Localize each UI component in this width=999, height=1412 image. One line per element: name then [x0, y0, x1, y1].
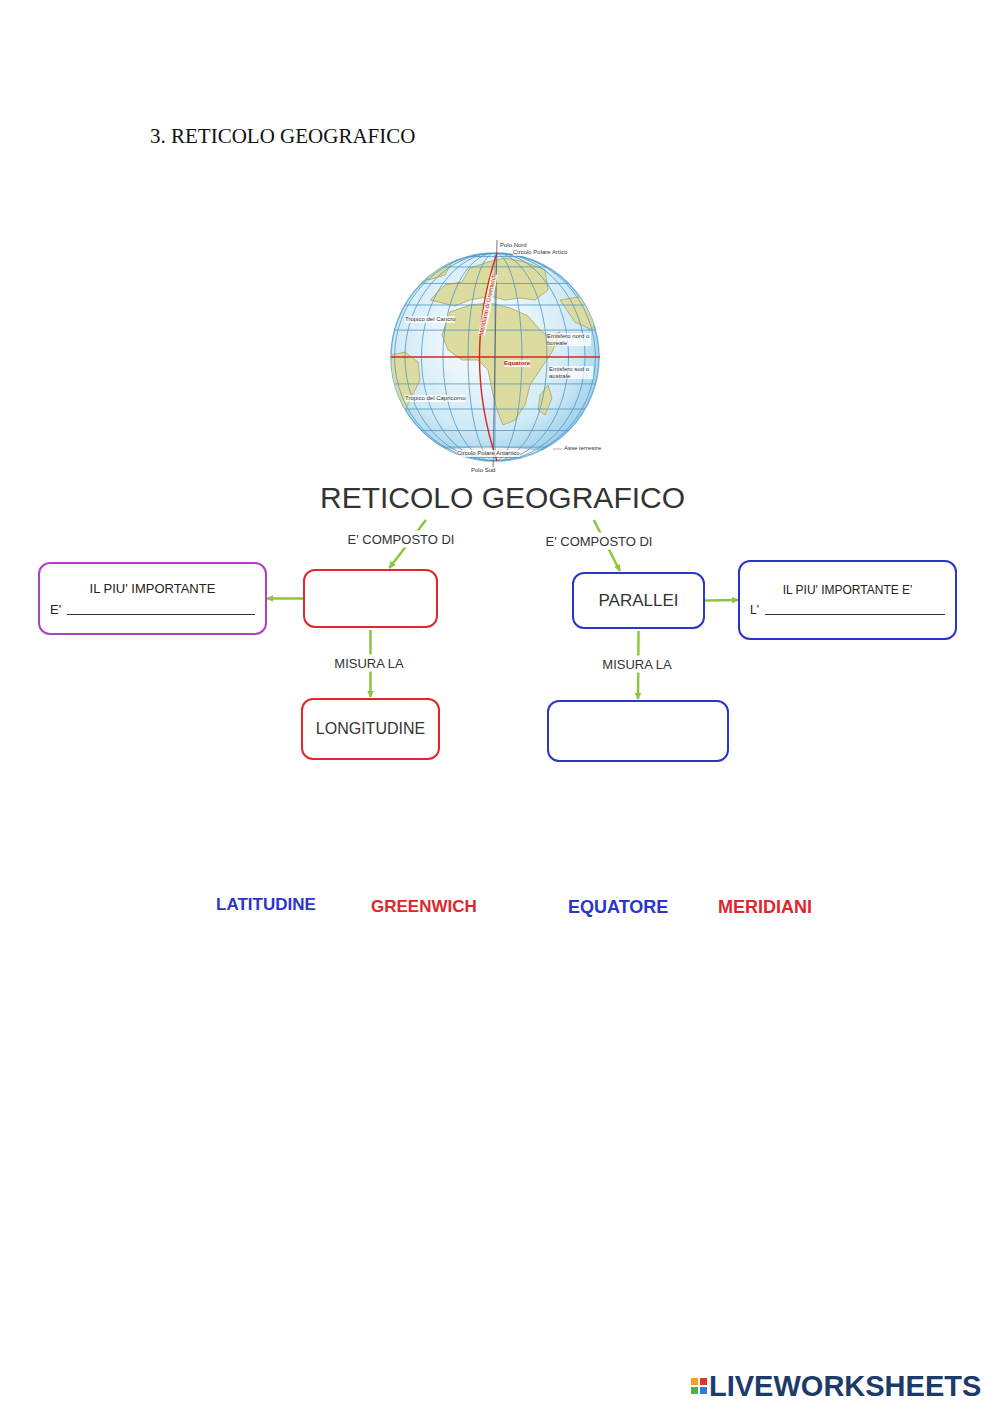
answer-box: IL PIU' IMPORTANTE E'	[38, 562, 267, 635]
box-text: LONGITUDINE	[316, 720, 425, 738]
arrow-connector	[267, 597, 303, 600]
axis-label: Asse terrestre	[564, 445, 601, 452]
box-text: IL PIU' IMPORTANTE E'	[783, 583, 913, 597]
equator-line	[391, 356, 600, 357]
concept-box: LONGITUDINE	[301, 698, 440, 760]
leader-line	[553, 449, 562, 450]
box-prompt: L'	[750, 603, 759, 617]
word-bank-item: MERIDIANI	[718, 898, 812, 918]
answer-box: IL PIU' IMPORTANTE E' L'	[738, 560, 957, 640]
edge-label: MISURA LA	[331, 655, 406, 672]
answer-line	[67, 613, 255, 615]
pole-label: Polo Nord	[500, 242, 527, 249]
edge-label: E' COMPOSTO DI	[345, 531, 458, 548]
edge-label: MISURA LA	[599, 656, 674, 673]
equator-label: Equatore	[504, 360, 530, 367]
blank-box	[547, 700, 729, 762]
pole-label: Polo Sud	[471, 467, 495, 474]
landmass	[391, 253, 598, 470]
hemisphere-label: Emisfero sud o australe	[549, 366, 593, 379]
logo-icon	[691, 1378, 707, 1394]
box-text: RETICOLO GEOGRAFICO	[320, 481, 685, 515]
arrow-connector	[705, 599, 738, 602]
box-text: PARALLEI	[598, 591, 678, 611]
word-bank-item: LATITUDINE	[216, 896, 316, 915]
root-concept: RETICOLO GEOGRAFICO	[320, 478, 685, 518]
blank-box	[303, 569, 438, 628]
circle-label: Circolo Polare Artico	[513, 249, 567, 256]
tropic-label: Tropico del Capricorno	[405, 395, 465, 402]
word-bank-item: GREENWICH	[371, 898, 477, 917]
box-prompt: E'	[50, 602, 61, 617]
concept-box: PARALLEI	[572, 572, 705, 629]
edge-label: E' COMPOSTO DI	[543, 533, 656, 550]
tropic-label: Tropico del Cancro	[405, 316, 455, 323]
worksheet-title: 3. RETICOLO GEOGRAFICO	[150, 124, 415, 149]
word-bank-item: EQUATORE	[568, 898, 668, 918]
hemisphere-label: Emisfero nord o boreale	[547, 333, 591, 346]
answer-line	[765, 613, 945, 615]
circle-label: Circolo Polare Antartico	[457, 450, 520, 457]
watermark: LIVEWORKSHEETS	[709, 1371, 981, 1403]
box-text: IL PIU' IMPORTANTE	[90, 581, 216, 596]
